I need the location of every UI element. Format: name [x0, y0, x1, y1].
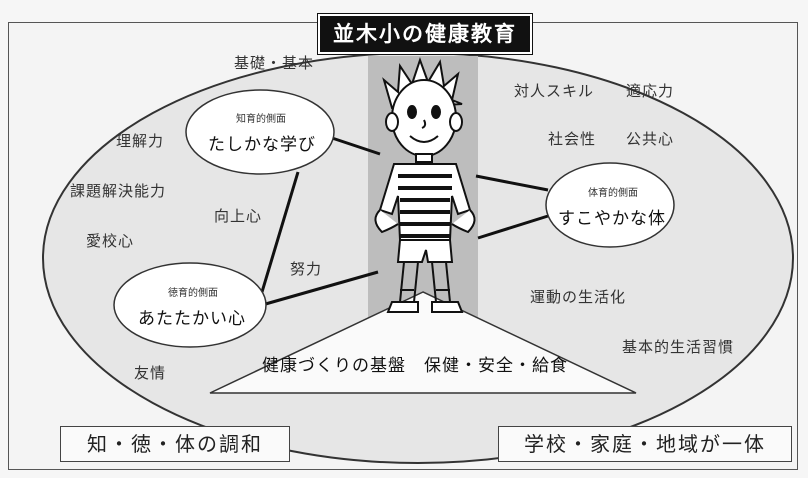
intellect-label: たしかな学び [208, 135, 316, 155]
diagram-title: 並木小の健康教育 [317, 13, 533, 55]
boy-illustration [374, 56, 476, 313]
keyword-aikou: 愛校心 [86, 232, 135, 250]
bubble-intellect [185, 89, 335, 175]
keyword-yujo: 友情 [134, 364, 167, 382]
base-triangle [209, 291, 637, 394]
keyword-kihon: 基本的生活習慣 [622, 338, 735, 356]
link-moral-center [261, 270, 379, 307]
keyword-kadai: 課題解決能力 [70, 182, 167, 200]
physical-small-label: 体育的側面 [588, 188, 638, 199]
bubble-moral [113, 262, 267, 348]
intellect-small-label: 知育的側面 [236, 114, 286, 125]
keyword-kojo: 向上心 [214, 207, 263, 225]
keyword-rikai: 理解力 [116, 132, 165, 150]
corner-right-box: 学校・家庭・地域が一体 [498, 426, 792, 462]
bubble-physical [545, 162, 675, 248]
corner-left-box: 知・徳・体の調和 [60, 426, 290, 462]
physical-label: すこやかな体 [558, 209, 666, 229]
keyword-kokyo: 公共心 [626, 130, 675, 148]
keyword-taijin: 対人スキル [514, 82, 595, 100]
link-intellect-center [331, 136, 381, 156]
keyword-shakai: 社会性 [548, 130, 597, 148]
keyword-kiso: 基礎・基本 [234, 54, 315, 72]
keyword-doryoku: 努力 [290, 260, 323, 278]
link-intellect-moral [260, 171, 300, 293]
keyword-undo: 運動の生活化 [530, 288, 627, 306]
link-physical-center-top [475, 174, 549, 192]
keyword-tekio: 適応力 [626, 82, 675, 100]
base-label: 健康づくりの基盤 保健・安全・給食 [262, 356, 568, 376]
moral-small-label: 徳育的側面 [168, 288, 218, 299]
link-physical-center-bottom [477, 214, 549, 240]
moral-label: あたたかい心 [138, 309, 246, 329]
